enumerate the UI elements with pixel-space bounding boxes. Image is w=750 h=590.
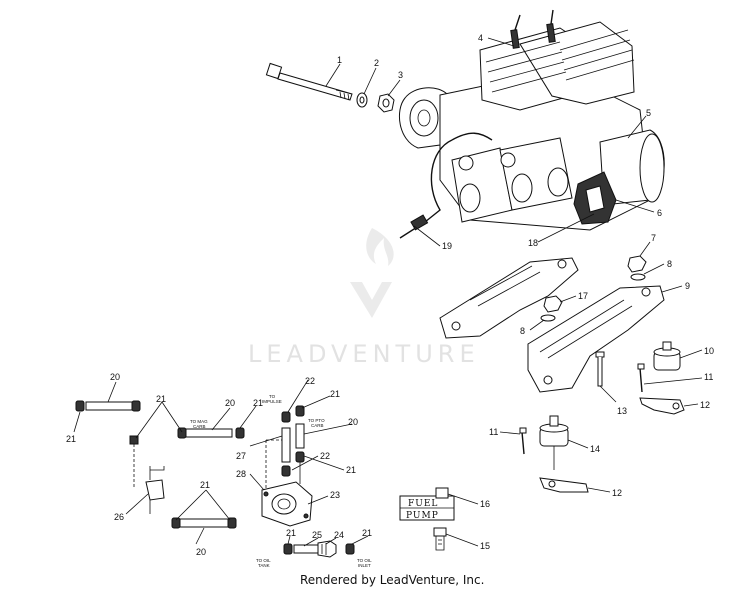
hose-label-to-mag-carb-line1: TO MAG — [190, 419, 208, 424]
callout-21-far-left: 21 — [66, 434, 76, 444]
callout-22-bottom: 22 — [320, 451, 330, 461]
callout-2: 2 — [374, 58, 379, 68]
callout-5: 5 — [646, 108, 651, 118]
callout-1: 1 — [337, 55, 342, 65]
leader-lines — [73, 37, 703, 547]
callout-21-mag: 21 — [253, 398, 263, 408]
callout-25: 25 — [312, 530, 322, 540]
engine-assembly — [398, 9, 665, 239]
callout-7: 7 — [651, 233, 656, 243]
callout-13: 13 — [617, 406, 627, 416]
callout-20-mag: 20 — [225, 398, 235, 408]
watermark-text: LEADVENTURE — [248, 340, 480, 368]
hose-label-to-pto-carb-line1: TO PTO — [308, 418, 325, 423]
callouts: 1 2 3 4 5 6 7 8 9 8 17 10 11 12 13 14 11… — [66, 33, 714, 557]
washer-2 — [356, 92, 368, 108]
callout-17: 17 — [578, 291, 588, 301]
callout-27: 27 — [236, 451, 246, 461]
callout-20-lower: 20 — [196, 547, 206, 557]
callout-28: 28 — [236, 469, 246, 479]
washer-8-top — [630, 273, 646, 281]
callout-8-top: 8 — [667, 259, 672, 269]
fuel-system: FUEL PUMP — [75, 400, 455, 558]
callout-20-pto: 20 — [348, 417, 358, 427]
nut-7 — [627, 255, 647, 273]
callout-18: 18 — [528, 238, 538, 248]
callout-6: 6 — [657, 208, 662, 218]
stud-11-left — [519, 427, 527, 455]
callout-16: 16 — [480, 499, 490, 509]
fuel-label-line1: FUEL — [408, 499, 438, 509]
watermark: LEADVENTURE — [248, 228, 480, 368]
stud-11-right — [637, 363, 645, 393]
hose-label-to-oil-tank-line2: TANK — [258, 563, 270, 568]
callout-9: 9 — [685, 281, 690, 291]
callout-3: 3 — [398, 70, 403, 80]
bolt-13 — [595, 351, 605, 387]
fuel-label-line2: PUMP — [406, 511, 439, 521]
callout-8-bottom: 8 — [520, 326, 525, 336]
hose-label-to-oil-inlet-line2: INLET — [358, 563, 371, 568]
callout-23: 23 — [330, 490, 340, 500]
hose-label-to-impulse-line1: TO — [269, 394, 276, 399]
callout-11-right: 11 — [704, 372, 713, 382]
callout-21-pto: 21 — [346, 465, 356, 475]
callout-11-left: 11 — [489, 427, 498, 437]
bracket-12-right — [639, 397, 685, 415]
nut-17 — [543, 295, 563, 313]
hose-label-to-pto-carb-line2: CARB — [311, 423, 324, 428]
callout-21-oil-tank: 21 — [286, 528, 296, 538]
callout-14: 14 — [590, 444, 600, 454]
callout-21-oil-inlet: 21 — [362, 528, 372, 538]
callout-19: 19 — [442, 241, 452, 251]
callout-21-tee: 21 — [156, 394, 166, 404]
hose-label-to-impulse-line2: IMPULSE — [262, 399, 282, 404]
callout-12-left: 12 — [612, 488, 622, 498]
callout-20-top-left: 20 — [110, 372, 120, 382]
callout-22-top: 22 — [305, 376, 315, 386]
callout-21-impulse: 21 — [330, 389, 340, 399]
callout-21-lower: 21 — [200, 480, 210, 490]
bracket-12-left — [539, 477, 589, 493]
hose-label-to-mag-carb-line2: CARB — [193, 424, 206, 429]
isolator-10 — [653, 341, 681, 371]
callout-15: 15 — [480, 541, 490, 551]
bracket-9 — [527, 285, 665, 393]
bolt-1 — [265, 62, 353, 101]
nut-3 — [377, 93, 395, 113]
callout-4: 4 — [478, 33, 483, 43]
callout-12-right: 12 — [700, 400, 710, 410]
callout-24: 24 — [334, 530, 344, 540]
hose-label-to-oil-tank-line1: TO OIL — [256, 558, 271, 563]
callout-10: 10 — [704, 346, 714, 356]
callout-26: 26 — [114, 512, 124, 522]
front-mount-bracket — [439, 257, 579, 339]
isolator-14 — [539, 415, 569, 470]
washer-8-bottom — [540, 314, 556, 322]
footer-credit: Rendered by LeadVenture, Inc. — [300, 573, 484, 587]
hose-label-to-oil-inlet-line1: TO OIL — [357, 558, 372, 563]
hose-labels: TO MAG CARB TO IMPULSE TO PTO CARB TO OI… — [190, 394, 372, 568]
